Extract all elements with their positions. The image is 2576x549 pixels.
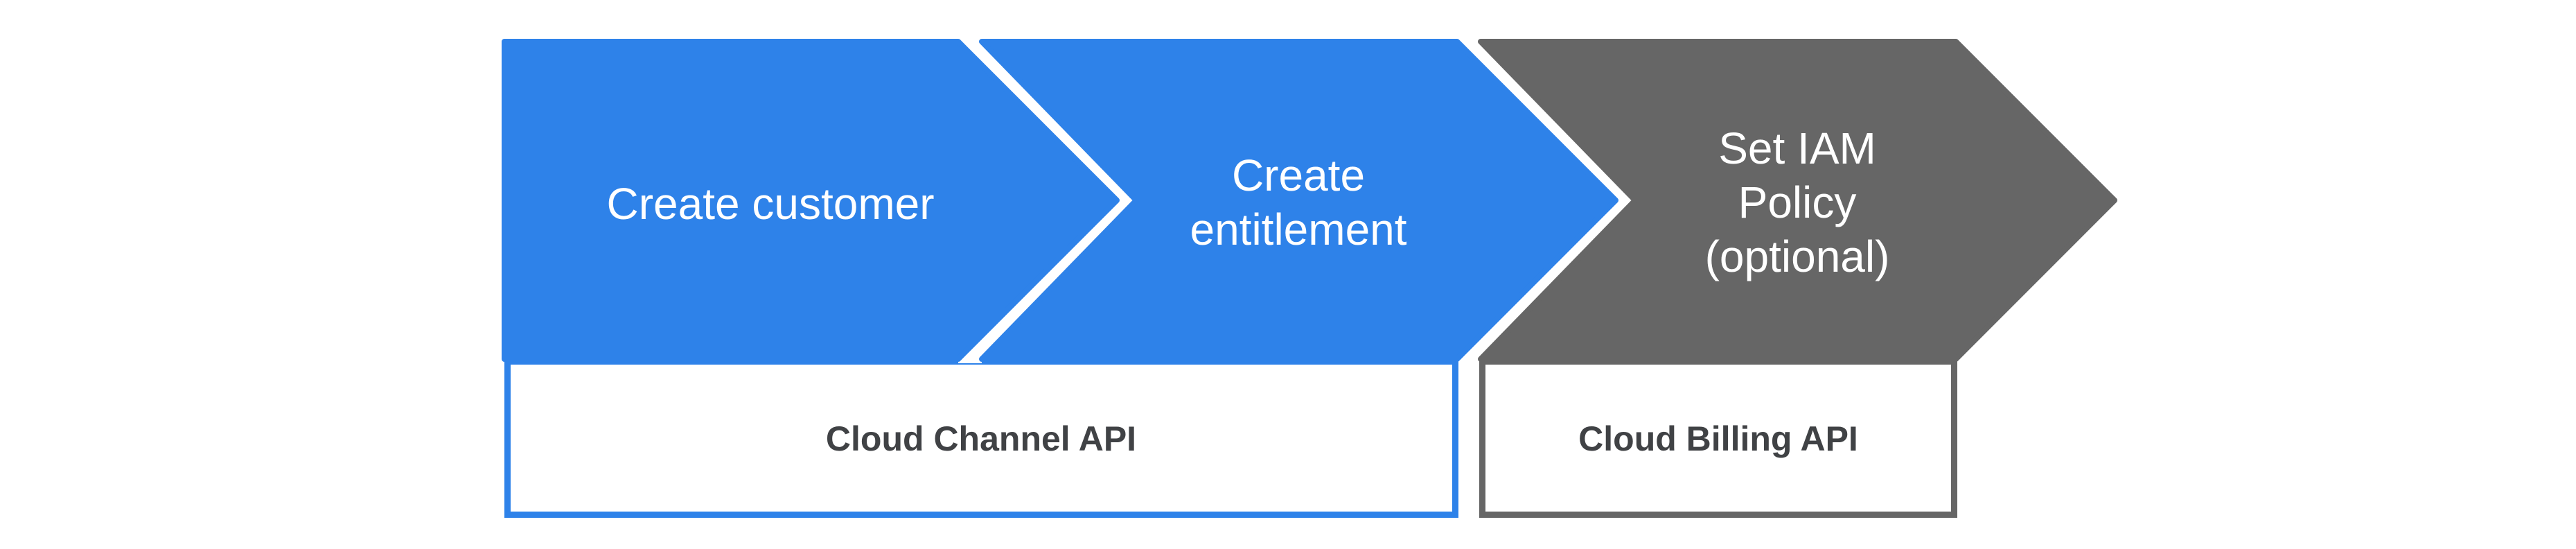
chevron-create-entitlement-label-line1: Create — [1232, 150, 1365, 200]
chevron-gap-notch — [958, 356, 982, 363]
chevron-create-entitlement — [979, 39, 1618, 362]
chevron-create-entitlement-label-line2: entitlement — [1190, 204, 1406, 254]
chevron-set-iam-policy-label-line3: (optional) — [1705, 232, 1890, 281]
cloud-billing-api-label: Cloud Billing API — [1578, 419, 1858, 458]
chevron-create-customer — [502, 39, 1120, 362]
chevron-create-customer-label: Create customer — [606, 179, 934, 229]
chevron-set-iam-policy-label-line2: Policy — [1738, 177, 1857, 227]
chevron-set-iam-policy-label-line1: Set IAM — [1718, 123, 1876, 173]
cloud-channel-api-box — [504, 358, 1458, 518]
cloud-channel-api-label: Cloud Channel API — [826, 419, 1136, 458]
chevron-set-iam-policy — [1478, 39, 2117, 362]
cloud-billing-api-box — [1479, 358, 1957, 518]
